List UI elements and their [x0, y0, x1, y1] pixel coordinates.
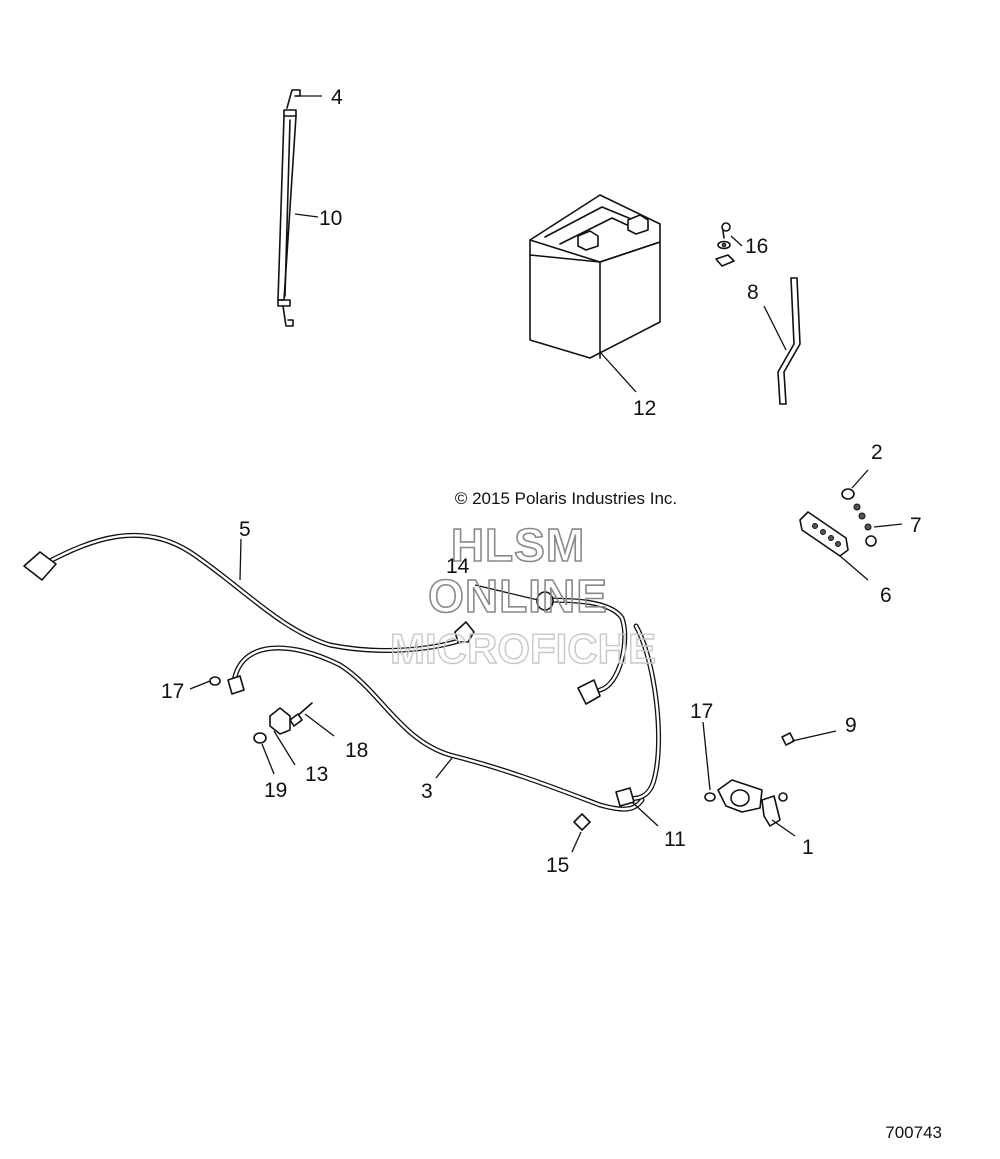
- callout-4: 4: [331, 86, 343, 109]
- hold-down-strap: [277, 89, 301, 327]
- callout-3: 3: [421, 780, 433, 803]
- cable-3: [227, 623, 662, 812]
- harness-14: [536, 591, 628, 705]
- watermark-line1: HLSM: [451, 519, 585, 571]
- callout-17-left: 17: [161, 680, 184, 703]
- terminal-bolt: [715, 222, 735, 267]
- cable-5: [23, 532, 475, 653]
- watermark-line2: ONLINE: [428, 570, 608, 622]
- callout-10: 10: [319, 207, 342, 230]
- leader-lines: [189, 95, 903, 853]
- solenoid-bracket: [717, 779, 781, 827]
- fasteners: [209, 676, 795, 831]
- callout-6: 6: [880, 584, 892, 607]
- callout-14: 14: [446, 555, 470, 578]
- callout-7: 7: [910, 514, 922, 537]
- callout-9: 9: [845, 714, 857, 737]
- battery: [529, 194, 661, 359]
- callout-15: 15: [546, 854, 569, 877]
- callout-11: 11: [664, 828, 686, 851]
- callout-13: 13: [305, 763, 328, 786]
- callout-5: 5: [239, 518, 251, 541]
- hold-down-rod: [777, 277, 801, 405]
- callout-17-right: 17: [690, 700, 713, 723]
- watermark-line3: MICROFICHE: [390, 625, 656, 672]
- callout-1: 1: [802, 836, 814, 859]
- callout-8: 8: [747, 281, 759, 304]
- callout-12: 12: [633, 397, 656, 420]
- callout-2: 2: [871, 441, 883, 464]
- callout-16: 16: [745, 235, 768, 258]
- callout-19: 19: [264, 779, 287, 802]
- copyright-notice: © 2015 Polaris Industries Inc.: [455, 489, 677, 508]
- callout-18: 18: [345, 739, 368, 762]
- terminal-block: [799, 488, 877, 557]
- diagram-id: 700743: [885, 1123, 942, 1142]
